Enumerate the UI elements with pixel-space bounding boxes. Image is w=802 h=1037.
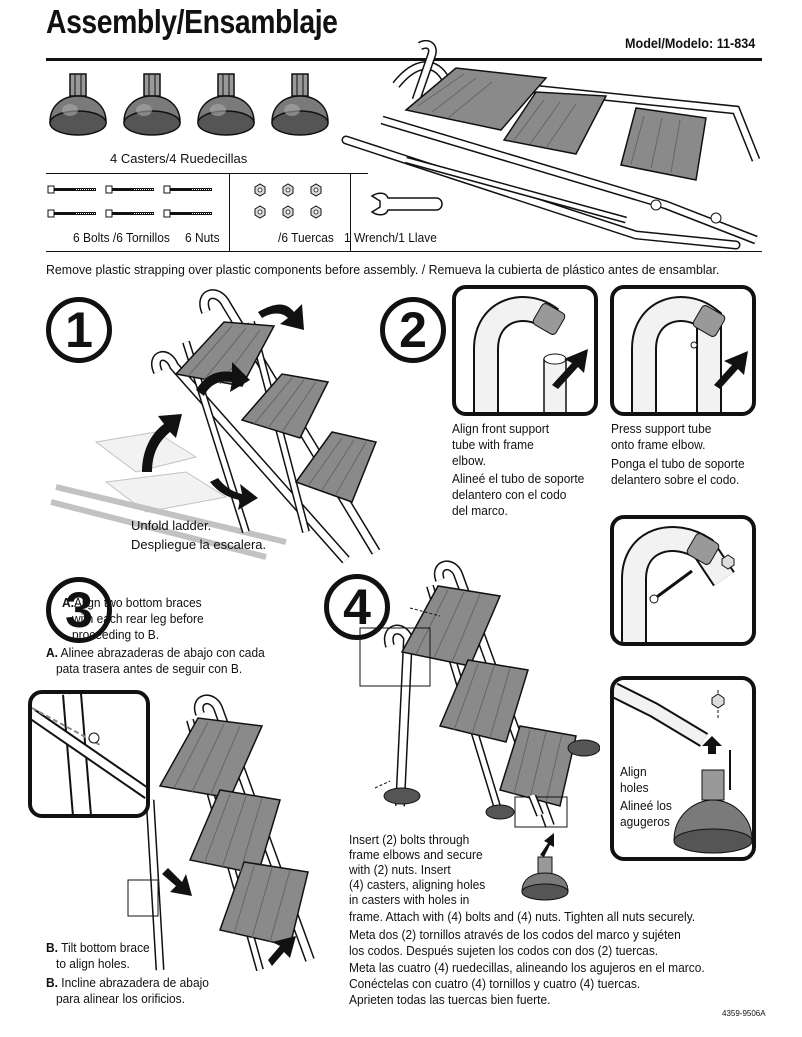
step-1-es: Despliegue la escalera. — [131, 537, 267, 552]
step-4-top-inset-illustration — [621, 526, 735, 642]
step-2b-en-1: Press support tube — [611, 421, 712, 436]
step-2a-en-1: Align front support — [452, 421, 550, 436]
step-2a-es-3: del marco. — [452, 503, 508, 518]
bolts-label: 6 Bolts /6 Tornillos — [73, 230, 170, 245]
step-4-en-5: in casters with holes in — [349, 892, 470, 907]
caster-icon — [197, 73, 255, 136]
step-4-en-3: with (2) nuts. Insert — [349, 862, 451, 877]
step-4-es-1: Meta dos (2) tornillos através de los co… — [349, 927, 681, 942]
document-code: 4359-9506A — [722, 1009, 766, 1018]
step-3-inset — [28, 690, 150, 818]
step-3-illustration — [127, 694, 315, 972]
step-3-number: 3 — [46, 577, 112, 643]
casters-illustration — [49, 73, 329, 136]
assembly-notice: Remove plastic strapping over plastic co… — [46, 262, 720, 277]
step-2-number: 2 — [380, 297, 446, 363]
align-holes-en-2: holes — [620, 780, 649, 795]
step-4-en-4: (4) casters, aligning holes — [349, 877, 486, 892]
align-holes-en-1: Align — [620, 764, 647, 779]
step-4-bottom-inset-illustration — [614, 682, 752, 854]
nuts-es-label: /6 Tuercas — [278, 230, 334, 245]
step-2b-es-1: Ponga el tubo de soporte — [611, 456, 745, 471]
step-2a-illustration — [473, 296, 588, 412]
step-3a-en-3: proceeding to B. — [72, 627, 160, 642]
step-4-es-3: Meta las cuatro (4) ruedecillas, alinean… — [349, 960, 705, 975]
step-2a-inset — [452, 285, 598, 416]
step-3b-en-1: B. Tilt bottom brace — [46, 940, 150, 955]
step-2b-es-2: delantero sobre el codo. — [611, 472, 740, 487]
step-2b-inset — [610, 285, 756, 416]
step-2a-en-2: tube with frame — [452, 437, 534, 452]
step-4-en-6: frame. Attach with (4) bolts and (4) nut… — [349, 909, 696, 924]
step-1-number: 1 — [46, 297, 112, 363]
caster-detail-illustration — [514, 795, 569, 901]
step-4-en-2: frame elbows and secure — [349, 847, 483, 862]
page-title: Assembly/Ensamblaje — [46, 3, 338, 40]
step-3a-es-2: pata trasera antes de seguir con B. — [56, 661, 243, 676]
step-3a-en-2: with each rear leg before — [72, 611, 204, 626]
step-3-inset-illustration — [32, 694, 146, 814]
parts-divider — [350, 173, 351, 251]
nuts-label: 6 Nuts — [185, 230, 220, 245]
casters-label: 4 Casters/4 Ruedecillas — [110, 151, 248, 166]
step-4-en-1: Insert (2) bolts through — [349, 832, 470, 847]
step-2a-es-1: Alineé el tubo de soporte — [452, 471, 585, 486]
header-rule — [46, 58, 762, 61]
bolts-illustration — [46, 184, 214, 219]
wrench-icon — [370, 192, 443, 216]
parts-bottom-rule — [46, 251, 762, 252]
wrench-label: 1 Wrench/1 Llave — [344, 230, 437, 245]
caster-icon — [49, 73, 107, 136]
step-2b-en-2: onto frame elbow. — [611, 437, 706, 452]
step-3b-es-1: B. Incline abrazadera de abajo — [46, 975, 209, 990]
parts-divider — [229, 173, 230, 251]
step-2b-illustration — [631, 296, 748, 412]
align-holes-es-2: agugeros — [620, 814, 670, 829]
align-holes-es-1: Alineé los — [620, 798, 672, 813]
step-2a-es-2: delantero con el codo — [452, 487, 567, 502]
step-3a-es-1: A. Alinee abrazaderas de abajo con cada — [46, 645, 265, 660]
step-4-top-inset — [610, 515, 756, 646]
step-4-es-5: Aprieten todas las tuercas bien fuerte. — [349, 992, 551, 1007]
step-3a-en-1: A.Align two bottom braces — [62, 595, 202, 610]
step-1-illustration — [50, 289, 381, 564]
step-3b-es-2: para alinear los orificios. — [56, 991, 185, 1006]
step-4-number: 4 — [324, 574, 390, 640]
caster-icon — [123, 73, 181, 136]
step-2a-en-3: elbow. — [452, 453, 486, 468]
model-number: Model/Modelo: 11-834 — [625, 35, 756, 51]
step-3b-en-2: to align holes. — [56, 956, 130, 971]
caster-icon — [271, 73, 329, 136]
step-1-en: Unfold ladder. — [131, 518, 212, 533]
step-4-es-2: los codos. Después sujeten los codos con… — [349, 943, 659, 958]
nuts-illustration — [254, 183, 322, 219]
step-4-bottom-inset — [610, 676, 756, 861]
step-4-es-4: Conéctelas con cuatro (4) tornillos y cu… — [349, 976, 641, 991]
folded-ladder-illustration — [341, 40, 761, 250]
parts-divider — [46, 173, 368, 174]
step-4-illustration — [359, 560, 600, 828]
